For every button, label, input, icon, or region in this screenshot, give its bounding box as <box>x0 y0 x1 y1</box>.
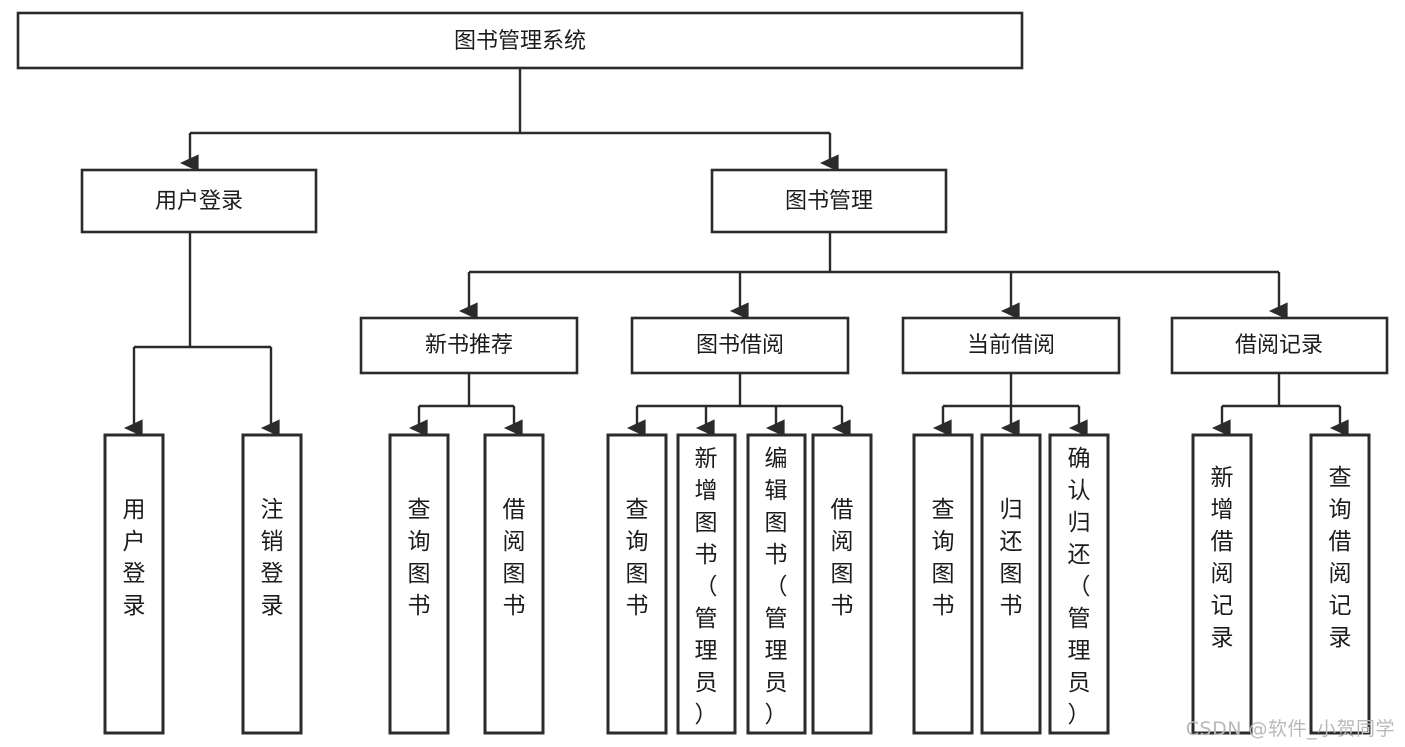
node-borrow-record[interactable]: 借阅记录 <box>1170 316 1389 375</box>
leaf-confirm-return-admin[interactable]: 确认归还（管理员） <box>1048 433 1110 735</box>
leaf-query-borrow-record[interactable]: 查询借阅记录 <box>1309 433 1371 735</box>
leaf-query-book-borrow[interactable]: 查询图书 <box>606 433 668 735</box>
leaf-logout-login[interactable]: 注销登录 <box>241 433 303 735</box>
node-book-manage-box[interactable] <box>710 168 948 234</box>
leaf-query-book-current-box[interactable] <box>912 433 974 735</box>
node-current-borrow-box[interactable] <box>901 316 1121 375</box>
leaf-borrow-book-rec-box[interactable] <box>483 433 545 735</box>
leaf-add-borrow-record-box[interactable] <box>1191 433 1253 735</box>
node-new-book-rec-box[interactable] <box>359 316 579 375</box>
leaf-return-book[interactable]: 归还图书 <box>980 433 1042 735</box>
leaf-query-book-borrow-box[interactable] <box>606 433 668 735</box>
node-book-borrow-label: 图书借阅 <box>696 333 784 358</box>
node-book-borrow-box[interactable] <box>630 316 850 375</box>
leaf-confirm-return-admin-box[interactable] <box>1048 433 1110 735</box>
leaf-borrow-book-label: 借阅图书 <box>831 497 854 619</box>
leaf-borrow-book-rec-label: 借阅图书 <box>503 497 526 619</box>
leaf-confirm-return-admin-label: 确认归还（管理员） <box>1068 446 1091 728</box>
node-current-borrow-label: 当前借阅 <box>967 333 1055 358</box>
leaf-add-borrow-record[interactable]: 新增借阅记录 <box>1191 433 1253 735</box>
node-user-login-label: 用户登录 <box>155 189 243 214</box>
leaf-borrow-book-rec[interactable]: 借阅图书 <box>483 433 545 735</box>
leaf-add-book-admin-label: 新增图书（管理员） <box>695 446 718 728</box>
node-book-borrow[interactable]: 图书借阅 <box>630 316 850 375</box>
leaf-add-book-admin[interactable]: 新增图书（管理员） <box>676 433 737 735</box>
node-borrow-record-box[interactable] <box>1170 316 1389 375</box>
leaf-query-book-current[interactable]: 查询图书 <box>912 433 974 735</box>
leaf-add-borrow-record-label: 新增借阅记录 <box>1211 465 1234 651</box>
leaf-user-login-box[interactable] <box>103 433 165 735</box>
leaf-return-book-label: 归还图书 <box>1000 497 1023 619</box>
leaf-borrow-book-box[interactable] <box>811 433 873 735</box>
leaf-query-borrow-record-label: 查询借阅记录 <box>1329 465 1352 651</box>
leaf-return-book-box[interactable] <box>980 433 1042 735</box>
leaf-edit-book-admin[interactable]: 编辑图书（管理员） <box>746 433 807 735</box>
node-root-box[interactable] <box>16 11 1024 70</box>
leaf-user-login[interactable]: 用户登录 <box>103 433 165 735</box>
node-root[interactable]: 图书管理系统 <box>16 11 1024 70</box>
node-current-borrow[interactable]: 当前借阅 <box>901 316 1121 375</box>
leaf-query-book-borrow-label: 查询图书 <box>626 497 649 619</box>
leaf-query-book-rec-box[interactable] <box>388 433 450 735</box>
node-root-label: 图书管理系统 <box>454 29 586 54</box>
leaf-query-book-rec-label: 查询图书 <box>408 497 431 619</box>
node-new-book-rec-label: 新书推荐 <box>425 333 513 358</box>
leaf-query-book-rec[interactable]: 查询图书 <box>388 433 450 735</box>
leaf-borrow-book[interactable]: 借阅图书 <box>811 433 873 735</box>
node-borrow-record-label: 借阅记录 <box>1235 333 1323 358</box>
leaf-edit-book-admin-box[interactable] <box>746 433 807 735</box>
node-book-manage[interactable]: 图书管理 <box>710 168 948 234</box>
leaf-query-borrow-record-box[interactable] <box>1309 433 1371 735</box>
leaf-logout-login-label: 注销登录 <box>261 497 284 619</box>
leaf-user-login-label: 用户登录 <box>123 497 146 619</box>
connector-layer <box>123 68 1349 437</box>
leaf-logout-login-box[interactable] <box>241 433 303 735</box>
node-user-login[interactable]: 用户登录 <box>80 168 318 234</box>
leaf-add-book-admin-box[interactable] <box>676 433 737 735</box>
node-new-book-rec[interactable]: 新书推荐 <box>359 316 579 375</box>
node-book-manage-label: 图书管理 <box>785 189 873 214</box>
node-user-login-box[interactable] <box>80 168 318 234</box>
watermark: CSDN @软件_小贺同学 <box>1185 718 1395 740</box>
leaf-query-book-current-label: 查询图书 <box>932 497 955 619</box>
leaf-edit-book-admin-label: 编辑图书（管理员） <box>765 446 788 728</box>
